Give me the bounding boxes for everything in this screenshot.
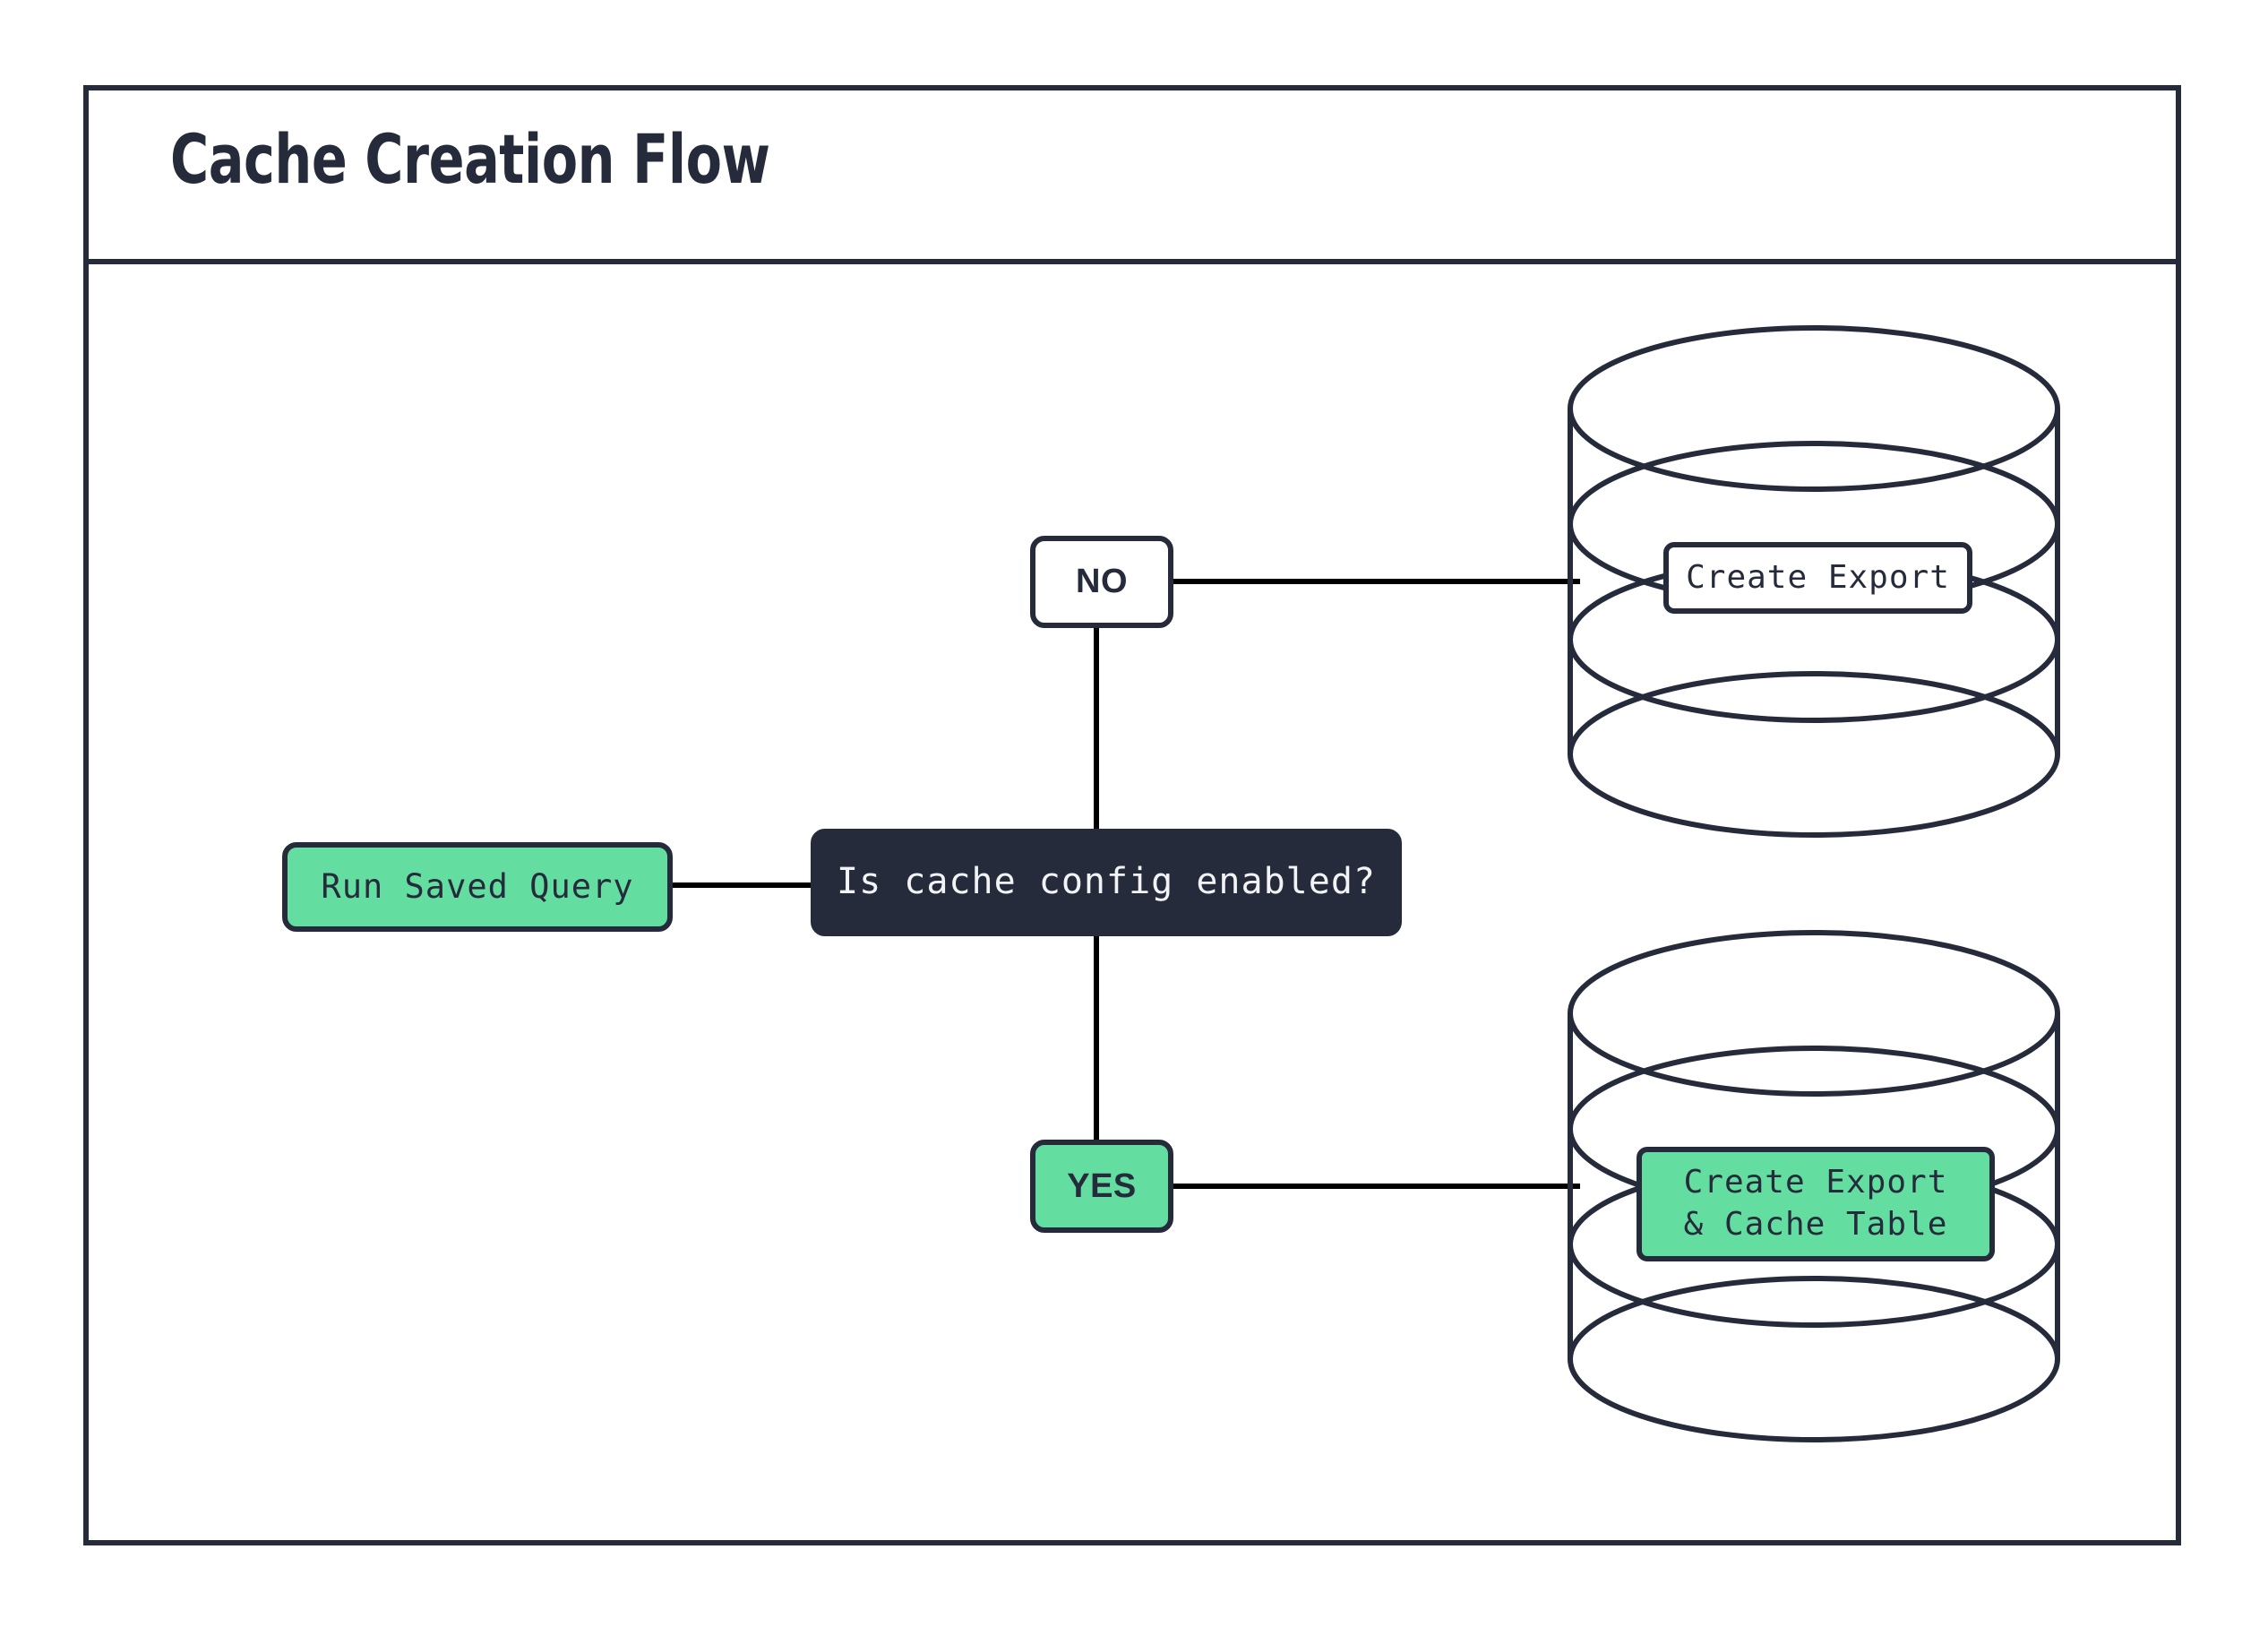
header-divider	[83, 259, 2181, 264]
database-label-create-export[interactable]: Create Export	[1663, 542, 1972, 614]
node-decision-is-cache-config-enabled[interactable]: Is cache config enabled?	[811, 829, 1402, 936]
edge-decision-to-no	[1094, 624, 1099, 832]
page-title: Cache Creation Flow	[170, 119, 770, 199]
edge-yes-to-database	[1168, 1184, 1580, 1189]
database-label-create-export-and-cache-table[interactable]: Create Export & Cache Table	[1637, 1147, 1995, 1261]
node-branch-no[interactable]: NO	[1030, 536, 1173, 628]
cylinder-shape-icon	[1568, 930, 2060, 1442]
node-run-saved-query[interactable]: Run Saved Query	[282, 842, 673, 932]
edge-decision-to-yes	[1094, 933, 1099, 1143]
edge-no-to-database	[1168, 579, 1580, 584]
database-cylinder-yes-path	[1568, 930, 2069, 1442]
edge-start-to-decision	[667, 882, 816, 888]
node-branch-yes[interactable]: YES	[1030, 1140, 1173, 1233]
